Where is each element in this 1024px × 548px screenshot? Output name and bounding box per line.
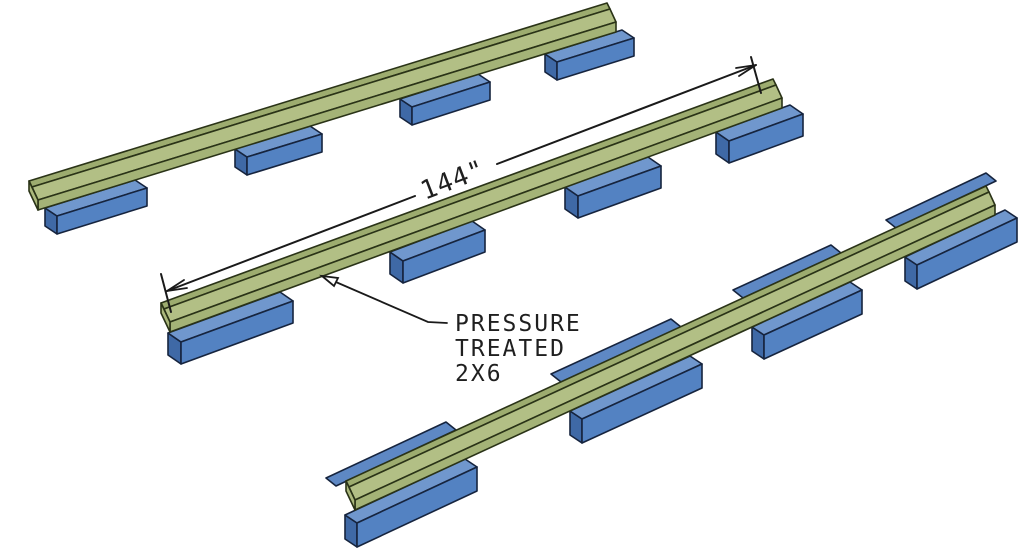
block-front-face — [356, 466, 478, 548]
leader-line — [321, 275, 448, 324]
dimension-arrowhead — [166, 279, 188, 292]
support-block — [344, 458, 478, 548]
board-far-strip — [28, 2, 611, 188]
block-front-face — [581, 363, 703, 444]
board-end-face — [28, 180, 39, 211]
support-block — [399, 73, 491, 126]
skid-assembly-middle — [160, 78, 804, 365]
board-2x6 — [345, 185, 996, 511]
board-end-face — [345, 480, 356, 511]
block-front-face — [411, 81, 491, 126]
support-block — [234, 125, 323, 176]
callout-label-line: TREATED — [455, 336, 566, 362]
block-front-face — [180, 300, 294, 365]
board-2x6 — [160, 78, 783, 333]
dimension-line-segment — [166, 195, 416, 292]
support-block — [167, 291, 294, 365]
leader-arrowhead — [319, 274, 340, 288]
support-block — [904, 209, 1018, 290]
board-2x6 — [28, 2, 617, 211]
block-front-face — [246, 133, 323, 176]
block-front-face — [763, 289, 863, 360]
support-block — [544, 29, 635, 81]
dimension-extension-tick — [750, 56, 762, 94]
callout-label-line: 2X6 — [455, 361, 503, 387]
block-front-face — [402, 229, 486, 284]
board-end-face — [160, 302, 171, 333]
support-block — [564, 156, 662, 219]
skid-assembly-top — [28, 2, 635, 235]
support-block — [44, 179, 148, 235]
block-front-face — [56, 187, 148, 235]
block-front-face — [916, 217, 1018, 290]
support-block — [715, 104, 804, 164]
skid-assembly-bottom — [325, 172, 1018, 548]
support-block — [751, 281, 863, 360]
callout-label-line: PRESSURE — [455, 311, 582, 337]
dimension-extension-tick — [160, 273, 172, 313]
block-front-face — [556, 37, 635, 81]
block-front-face — [577, 165, 662, 219]
dimension-line-segment — [496, 64, 757, 165]
dimension-arrowhead — [735, 64, 757, 77]
callout-pressure-treated-2x6: PRESSURE TREATED 2X6 — [319, 274, 582, 387]
block-front-face — [728, 113, 804, 164]
support-block — [569, 355, 703, 444]
